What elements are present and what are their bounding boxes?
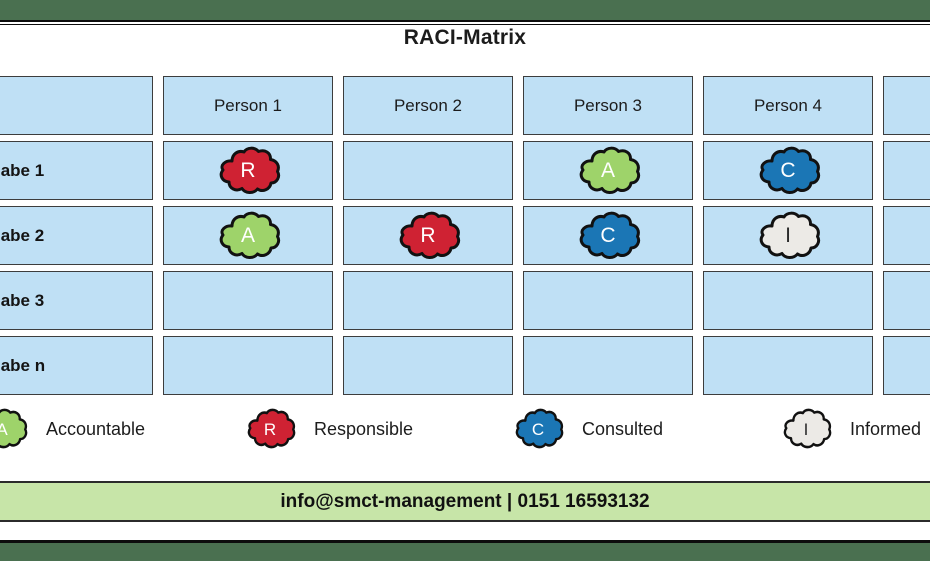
matrix-cell[interactable] bbox=[343, 336, 513, 395]
matrix-row: Aufgabe 1 R A C I bbox=[0, 141, 930, 206]
footer-contact-band: info@smct-management | 0151 16593132 bbox=[0, 481, 930, 522]
matrix-cell[interactable]: C bbox=[523, 206, 693, 265]
matrix-cell[interactable] bbox=[523, 336, 693, 395]
raci-cloud-c[interactable]: C bbox=[755, 146, 821, 196]
matrix-cell[interactable] bbox=[883, 336, 930, 395]
legend-item-accountable: A Accountable bbox=[0, 408, 244, 450]
raci-cloud-letter: R bbox=[263, 419, 277, 439]
matrix-cell[interactable] bbox=[163, 336, 333, 395]
raci-cloud-r[interactable]: R bbox=[215, 146, 281, 196]
raci-cloud-letter: I bbox=[785, 224, 791, 247]
legend-item-label: Responsible bbox=[314, 418, 414, 439]
matrix-cell[interactable] bbox=[343, 271, 513, 330]
raci-cloud-a[interactable]: A bbox=[215, 211, 281, 261]
legend-item-informed: I Informed bbox=[780, 408, 930, 450]
column-header-label: Person 4 bbox=[753, 95, 823, 115]
matrix-cell[interactable]: I bbox=[883, 141, 930, 200]
legend-item-label: Consulted bbox=[582, 418, 664, 439]
column-header-label: Person 3 bbox=[573, 95, 643, 115]
matrix-row-header[interactable]: Aufgabe 1 bbox=[0, 141, 153, 200]
matrix-cell[interactable] bbox=[883, 271, 930, 330]
matrix-column-header[interactable]: Person 1 bbox=[163, 76, 333, 135]
page-title: RACI-Matrix bbox=[403, 26, 527, 49]
raci-legend: A Accountable R Responsible C Consulted I Infor… bbox=[0, 408, 930, 450]
matrix-cell[interactable]: A bbox=[163, 206, 333, 265]
matrix-cell[interactable] bbox=[883, 206, 930, 265]
matrix-column-header[interactable]: Person 2 bbox=[343, 76, 513, 135]
raci-cloud-r[interactable]: R bbox=[244, 408, 296, 450]
bottom-accent-strip bbox=[0, 543, 930, 561]
legend-item-label: Accountable bbox=[46, 418, 146, 439]
matrix-header-row: Person 1 Person 2 Person 3 Person 4 Person 5 bbox=[0, 76, 930, 141]
raci-cloud-letter: C bbox=[531, 419, 545, 439]
matrix-column-header[interactable]: Person 3 bbox=[523, 76, 693, 135]
row-header-label: Aufgabe 3 bbox=[0, 290, 45, 310]
matrix-row-header[interactable]: Aufgabe n bbox=[0, 336, 153, 395]
raci-cloud-letter: A bbox=[0, 419, 8, 439]
matrix-row-header[interactable]: Aufgabe 2 bbox=[0, 206, 153, 265]
matrix-cell[interactable] bbox=[163, 271, 333, 330]
matrix-cell[interactable] bbox=[343, 141, 513, 200]
matrix-row-header[interactable]: Aufgabe 3 bbox=[0, 271, 153, 330]
matrix-cell[interactable]: R bbox=[163, 141, 333, 200]
column-header-label: Person 1 bbox=[213, 95, 283, 115]
raci-cloud-c[interactable]: C bbox=[512, 408, 564, 450]
raci-cloud-i[interactable]: I bbox=[755, 211, 821, 261]
raci-cloud-r[interactable]: R bbox=[395, 211, 461, 261]
row-header-label: Aufgabe 1 bbox=[0, 160, 45, 180]
raci-cloud-c[interactable]: C bbox=[575, 211, 641, 261]
legend-item-responsible: R Responsible bbox=[244, 408, 512, 450]
matrix-cell[interactable] bbox=[703, 336, 873, 395]
raci-cloud-letter: I bbox=[803, 419, 809, 439]
column-header-label: Person 2 bbox=[393, 95, 463, 115]
matrix-column-header[interactable]: Person 5 bbox=[883, 76, 930, 135]
matrix-corner-cell bbox=[0, 76, 153, 135]
row-header-label: Aufgabe 2 bbox=[0, 225, 45, 245]
top-accent-strip bbox=[0, 0, 930, 20]
top-divider-rule bbox=[0, 20, 930, 25]
matrix-cell[interactable] bbox=[703, 271, 873, 330]
matrix-row: Aufgabe 3 bbox=[0, 271, 930, 336]
raci-matrix-grid: Person 1 Person 2 Person 3 Person 4 Person 5… bbox=[0, 76, 930, 401]
raci-cloud-a[interactable]: A bbox=[575, 146, 641, 196]
legend-item-consulted: C Consulted bbox=[512, 408, 780, 450]
footer-contact-text: info@smct-management | 0151 16593132 bbox=[280, 490, 650, 512]
raci-cloud-letter: R bbox=[420, 224, 436, 247]
raci-cloud-letter: C bbox=[600, 224, 616, 247]
raci-cloud-i[interactable]: I bbox=[780, 408, 832, 450]
row-header-label: Aufgabe n bbox=[0, 355, 46, 375]
matrix-cell[interactable] bbox=[523, 271, 693, 330]
raci-cloud-letter: C bbox=[780, 159, 796, 182]
matrix-cell[interactable]: A bbox=[523, 141, 693, 200]
matrix-cell[interactable]: R bbox=[343, 206, 513, 265]
matrix-column-header[interactable]: Person 4 bbox=[703, 76, 873, 135]
legend-item-label: Informed bbox=[850, 418, 922, 439]
matrix-cell[interactable]: C bbox=[703, 141, 873, 200]
raci-cloud-a[interactable]: A bbox=[0, 408, 28, 450]
raci-cloud-letter: A bbox=[600, 159, 615, 182]
bottom-divider-rule bbox=[0, 537, 930, 543]
matrix-cell[interactable]: I bbox=[703, 206, 873, 265]
matrix-row: Aufgabe n bbox=[0, 336, 930, 401]
raci-cloud-letter: R bbox=[240, 159, 256, 182]
matrix-row: Aufgabe 2 A R C I bbox=[0, 206, 930, 271]
raci-cloud-letter: A bbox=[240, 224, 255, 247]
